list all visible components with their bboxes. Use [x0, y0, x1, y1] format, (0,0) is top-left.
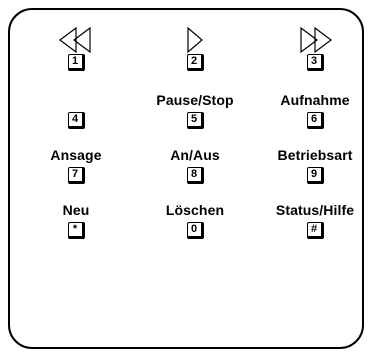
- keypad-row-1: 1 2 3: [10, 26, 362, 86]
- key-3[interactable]: 3: [306, 54, 324, 71]
- key-6-label: Aufnahme: [280, 92, 350, 108]
- key-5[interactable]: 5: [186, 112, 204, 129]
- key-6[interactable]: 6: [306, 112, 324, 129]
- rewind-icon: [59, 26, 91, 53]
- key-hash-label: Status/Hilfe: [275, 202, 355, 218]
- keypad-cell-2[interactable]: 2: [135, 26, 255, 86]
- keypad-row-3: Ansage 7 An/Aus 8 Betriebsart 9: [10, 146, 362, 206]
- key-7-label: Ansage: [50, 147, 102, 163]
- keypad-cell-5[interactable]: Pause/Stop 5: [135, 91, 255, 151]
- key-7[interactable]: 7: [67, 167, 85, 184]
- keypad-row-2: 4 Pause/Stop 5 Aufnahme 6: [10, 91, 362, 151]
- keypad-cell-hash[interactable]: Status/Hilfe #: [255, 201, 372, 261]
- keypad-cell-4[interactable]: 4: [16, 91, 136, 151]
- keypad-cell-star[interactable]: Neu *: [16, 201, 136, 261]
- key-0[interactable]: 0: [186, 222, 204, 239]
- fast-forward-icon: [300, 26, 332, 53]
- key-star[interactable]: *: [67, 222, 85, 239]
- keypad-panel: 1 2 3 4 Pause/Stop 5 Aufnahme 6: [8, 8, 364, 349]
- keypad-cell-9[interactable]: Betriebsart 9: [255, 146, 372, 206]
- keypad-row-4: Neu * Löschen 0 Status/Hilfe #: [10, 201, 362, 261]
- key-8-label: An/Aus: [170, 147, 220, 163]
- key-0-label: Löschen: [165, 202, 225, 218]
- key-9[interactable]: 9: [306, 167, 324, 184]
- key-5-label: Pause/Stop: [156, 92, 234, 108]
- keypad-cell-3[interactable]: 3: [255, 26, 372, 86]
- keypad-cell-1[interactable]: 1: [16, 26, 136, 86]
- keypad-cell-8[interactable]: An/Aus 8: [135, 146, 255, 206]
- key-1[interactable]: 1: [67, 54, 85, 71]
- key-hash[interactable]: #: [306, 222, 324, 239]
- key-4[interactable]: 4: [67, 112, 85, 129]
- keypad-cell-6[interactable]: Aufnahme 6: [255, 91, 372, 151]
- play-icon: [187, 26, 203, 53]
- keypad-cell-0[interactable]: Löschen 0: [135, 201, 255, 261]
- keypad-cell-7[interactable]: Ansage 7: [16, 146, 136, 206]
- key-9-label: Betriebsart: [277, 147, 353, 163]
- key-8[interactable]: 8: [186, 167, 204, 184]
- key-star-label: Neu: [62, 202, 90, 218]
- key-2[interactable]: 2: [186, 54, 204, 71]
- label-spacer: [16, 91, 136, 109]
